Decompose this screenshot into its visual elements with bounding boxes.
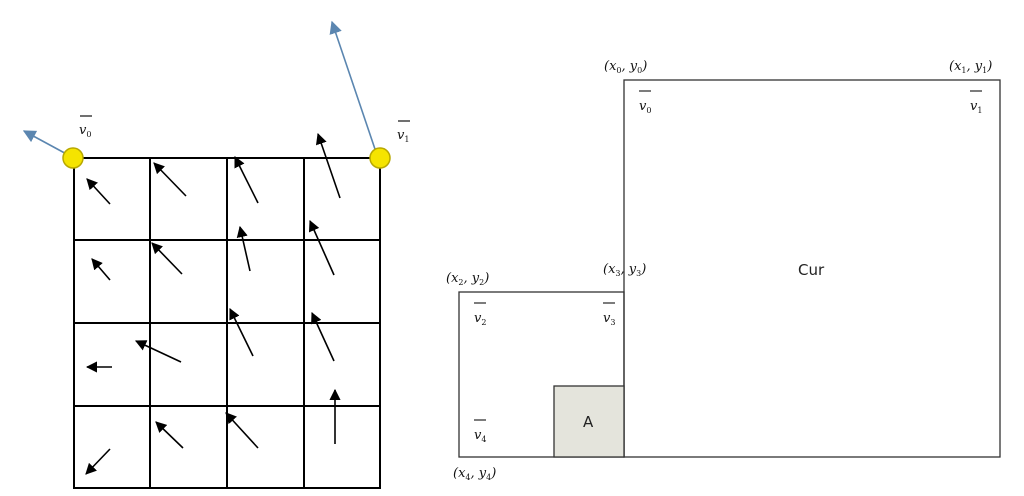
block-diagram (458, 79, 1001, 458)
right-vector-label-3: v3 (603, 302, 615, 327)
field-arrow (229, 307, 254, 357)
label-text: v1 (397, 128, 409, 144)
field-arrow (234, 155, 259, 204)
field-arrow (236, 225, 251, 272)
field-arrow (153, 162, 187, 197)
corner-label-4: (x4, y4) (453, 466, 496, 482)
a-label: A (583, 413, 594, 431)
label-text: v2 (474, 311, 486, 327)
field-arrow (308, 219, 335, 276)
left-vector-label-1: v1 (397, 120, 410, 144)
label-text: v4 (474, 428, 486, 444)
field-arrow (134, 340, 182, 363)
label-text: v1 (970, 99, 982, 115)
neighbor-block (458, 291, 625, 458)
label-text: v3 (603, 311, 615, 327)
right-vector-label-0: v0 (639, 90, 651, 115)
field-arrow (225, 412, 259, 449)
corner-node-1 (369, 147, 391, 169)
field-arrow (315, 132, 341, 199)
right-vector-label-2: v2 (474, 302, 486, 327)
corner-label-2: (x2, y2) (446, 271, 489, 287)
corner-label-3: (x3, y3) (603, 262, 646, 278)
label-text: v0 (639, 99, 651, 115)
right-vector-label-4: v4 (474, 419, 486, 444)
field-arrow (91, 258, 111, 281)
right-vector-label-1: v1 (970, 90, 982, 115)
label-text: v0 (79, 123, 91, 139)
corner-label-1: (x1, y1) (949, 59, 992, 75)
cur-block (623, 79, 1001, 458)
corner-node-0 (62, 147, 84, 169)
field-arrow (155, 421, 184, 449)
corner-vector-arrow-1 (329, 20, 379, 159)
field-arrow (151, 242, 183, 275)
field-arrow (311, 311, 335, 362)
left-vector-label-0: v0 (79, 115, 92, 139)
cur-label: Cur (798, 261, 825, 279)
a-block (553, 385, 625, 458)
vector-field-arrows (85, 132, 341, 475)
field-arrow (85, 448, 111, 475)
field-arrow (86, 178, 111, 205)
corner-label-0: (x0, y0) (604, 59, 647, 75)
vector-field-grid (73, 157, 381, 489)
